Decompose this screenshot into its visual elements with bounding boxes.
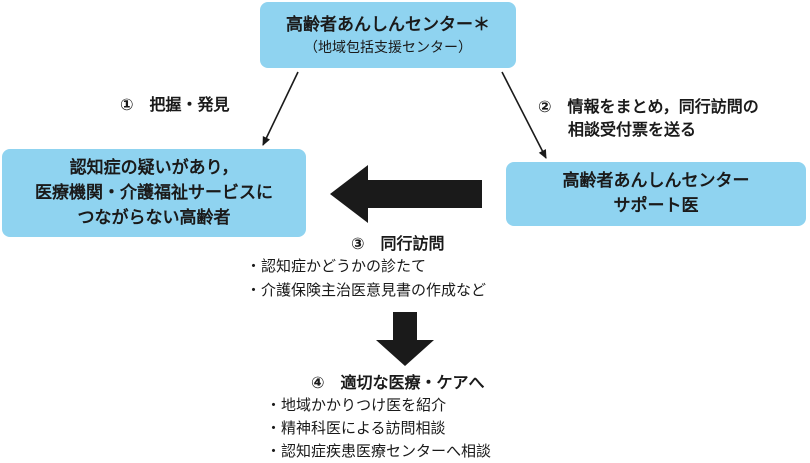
left-box-line: つながらない高齢者 (77, 207, 231, 228)
step3-item: ・認知症かどうかの診たて (246, 257, 427, 275)
top-box-subtitle: （地域包括支援センター） (304, 39, 472, 56)
step1-label: ① 把握・発見 (120, 95, 230, 114)
step4-item: ・地域かかりつけ医を紹介 (266, 396, 447, 414)
step2-label-line1: ② 情報をまとめ，同行訪問の (538, 97, 759, 116)
top-box-anshin-center: 高齢者あんしんセンター＊ （地域包括支援センター） (260, 2, 516, 68)
step3-label: ③ 同行訪問 (351, 234, 445, 253)
right-box-line: サポート医 (613, 196, 699, 216)
right-box-line: 高齢者あんしんセンター (562, 171, 750, 191)
arrow-step1 (262, 71, 299, 146)
arrow-step2 (501, 71, 547, 159)
right-box-support-doctor: 高齢者あんしんセンター サポート医 (506, 162, 806, 226)
arrow-step4-down (376, 312, 434, 366)
step3-item: ・介護保険主治医意見書の作成など (246, 281, 487, 299)
left-box-elderly: 認知症の疑いがあり， 医療機関・介護福祉サービスに つながらない高齢者 (2, 149, 306, 237)
left-box-line: 認知症の疑いがあり， (69, 157, 239, 178)
step2-label-line2: 相談受付票を送る (568, 120, 697, 139)
top-box-title: 高齢者あんしんセンター＊ (286, 14, 490, 35)
step4-item: ・精神科医による訪問相談 (266, 419, 446, 437)
arrow-step3-left (330, 165, 482, 223)
step4-label: ④ 適切な医療・ケアへ (311, 373, 485, 392)
step4-item: ・認知症疾患医療センターへ相談 (266, 442, 492, 460)
left-box-line: 医療機関・介護福祉サービスに (35, 182, 273, 203)
